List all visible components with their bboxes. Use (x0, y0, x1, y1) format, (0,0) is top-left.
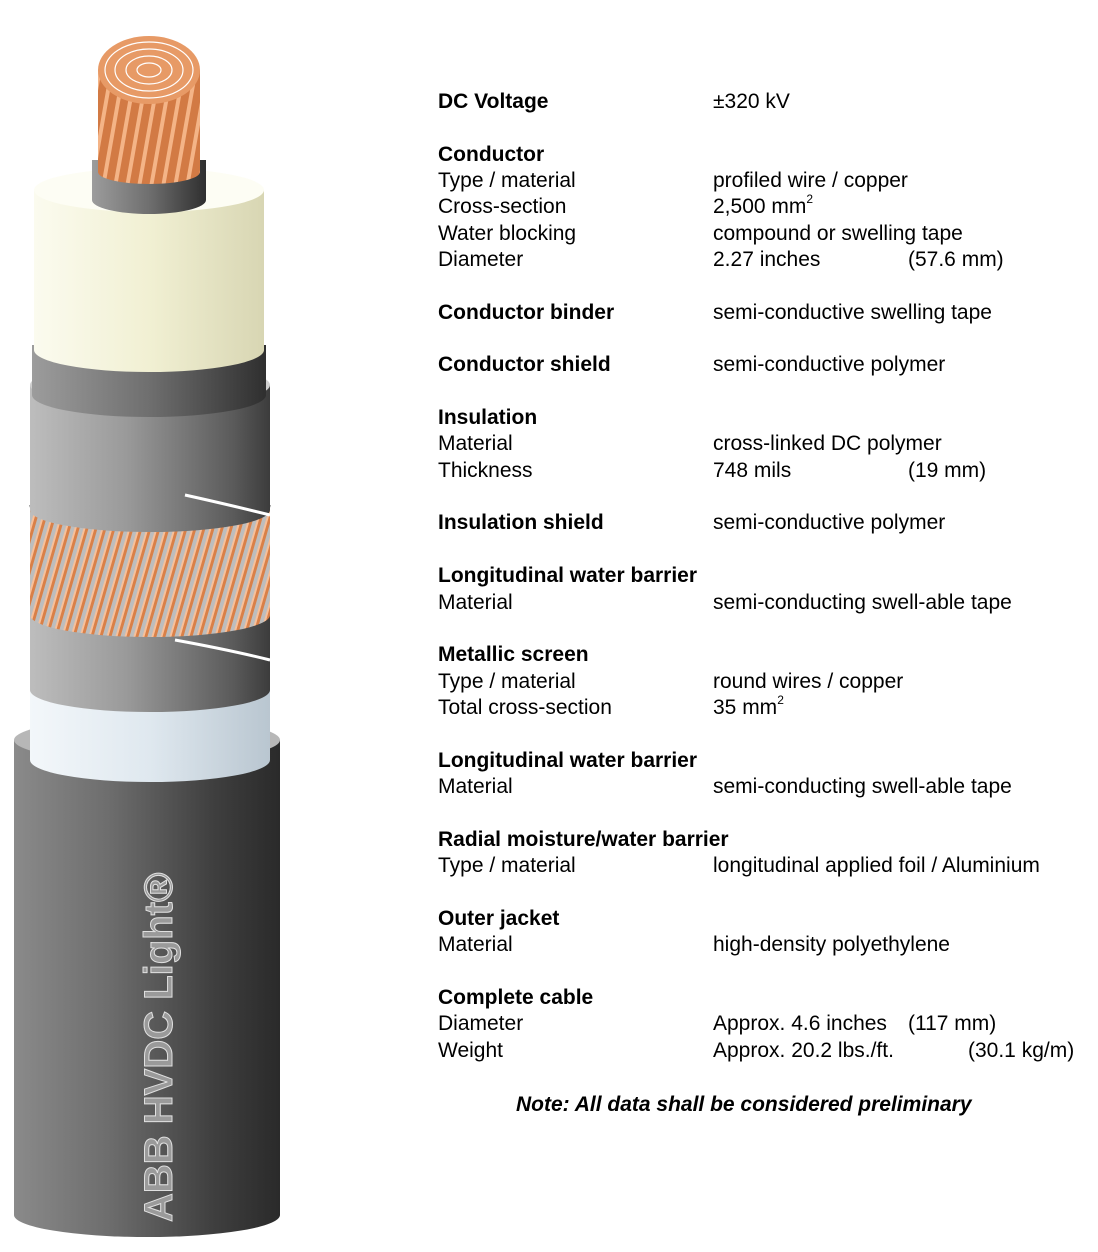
spec-value-text: semi-conductive polymer (713, 511, 946, 534)
spec-label: Material (438, 775, 513, 798)
spec-label: DC Voltage (438, 90, 549, 113)
spec-label: Type / material (438, 854, 576, 877)
spec-value-text: round wires / copper (713, 670, 904, 693)
spec-label: Longitudinal water barrier (438, 749, 698, 772)
spec-value-text: semi-conductive swelling tape (713, 301, 992, 324)
spec-value: ±320 kV (713, 90, 790, 114)
insulation-layer (34, 168, 264, 372)
spec-value-text: ±320 kV (713, 90, 790, 113)
spec-metric-value: (117 mm) (908, 1012, 997, 1035)
spec-metric-value: (19 mm) (908, 459, 987, 482)
spec-value-text: 2.27 inches (713, 248, 821, 271)
spec-label: Outer jacket (438, 907, 560, 930)
spec-label: Insulation (438, 406, 538, 429)
spec-label: Longitudinal water barrier (438, 564, 698, 587)
spec-value: cross-linked DC polymer (713, 432, 942, 456)
spec-metric-value: (30.1 kg/m) (968, 1039, 1075, 1062)
spec-label: Material (438, 432, 513, 455)
spec-label: Conductor (438, 143, 545, 166)
spec-label: Cross-section (438, 195, 567, 218)
spec-label: Complete cable (438, 986, 594, 1009)
spec-label: Water blocking (438, 222, 577, 245)
spec-value-text: semi-conducting swell-able tape (713, 775, 1012, 798)
spec-value: semi-conductive polymer (713, 511, 945, 535)
spec-value-text: 2,500 mm (713, 195, 807, 218)
spec-value-text: semi-conductive polymer (713, 353, 946, 376)
spec-metric-value: (57.6 mm) (908, 248, 1004, 271)
spec-value: longitudinal applied foil / Aluminium (713, 854, 1040, 878)
copper-conductor (98, 36, 200, 184)
spec-value: 748 mils (713, 459, 791, 483)
spec-value-superscript: 2 (777, 693, 784, 707)
spec-label: Diameter (438, 248, 524, 271)
spec-value-text: Approx. 20.2 lbs./ft. (713, 1039, 894, 1062)
brand-text: ABB HVDC Light® (137, 873, 181, 1222)
spec-value: round wires / copper (713, 670, 903, 694)
spec-label: Thickness (438, 459, 533, 482)
spec-label: Conductor shield (438, 353, 611, 376)
spec-label: Type / material (438, 670, 576, 693)
spec-value-text: longitudinal applied foil / Aluminium (713, 854, 1040, 877)
spec-value: profiled wire / copper (713, 169, 908, 193)
spec-value: semi-conducting swell-able tape (713, 775, 1012, 799)
spec-label: Weight (438, 1039, 503, 1062)
spec-value-text: 748 mils (713, 459, 792, 482)
spec-value-text: semi-conducting swell-able tape (713, 591, 1012, 614)
preliminary-note: Note: All data shall be considered preli… (516, 1093, 972, 1116)
spec-value-text: cross-linked DC polymer (713, 432, 942, 455)
spec-label: Diameter (438, 1012, 524, 1035)
spec-value-text: compound or swelling tape (713, 222, 963, 245)
cable-cross-section-illustration: ABB HVDC Light® (14, 36, 280, 1237)
spec-value: semi-conducting swell-able tape (713, 591, 1012, 615)
spec-label: Material (438, 933, 513, 956)
spec-value: 2.27 inches (713, 248, 820, 272)
spec-value-superscript: 2 (806, 192, 814, 206)
spec-value: semi-conductive swelling tape (713, 301, 992, 325)
spec-value-text: Approx. 4.6 inches (713, 1012, 887, 1035)
spec-value: 2,500 mm2 (713, 192, 814, 219)
spec-value-text: profiled wire / copper (713, 169, 908, 192)
spec-label: Conductor binder (438, 301, 615, 324)
spec-value-text: high-density polyethylene (713, 933, 950, 956)
spec-label: Metallic screen (438, 643, 589, 666)
spec-value: high-density polyethylene (713, 933, 950, 957)
spec-label: Type / material (438, 169, 576, 192)
spec-label: Material (438, 591, 513, 614)
spec-value: semi-conductive polymer (713, 353, 945, 377)
spec-value: compound or swelling tape (713, 222, 963, 246)
spec-value: Approx. 4.6 inches (713, 1012, 887, 1036)
spec-value: Approx. 20.2 lbs./ft. (713, 1039, 894, 1063)
spec-label: Radial moisture/water barrier (438, 828, 729, 851)
spec-value-text: 35 mm (713, 696, 778, 719)
spec-label: Total cross-section (438, 696, 612, 719)
spec-value: 35 mm2 (713, 693, 784, 720)
spec-label: Insulation shield (438, 511, 604, 534)
